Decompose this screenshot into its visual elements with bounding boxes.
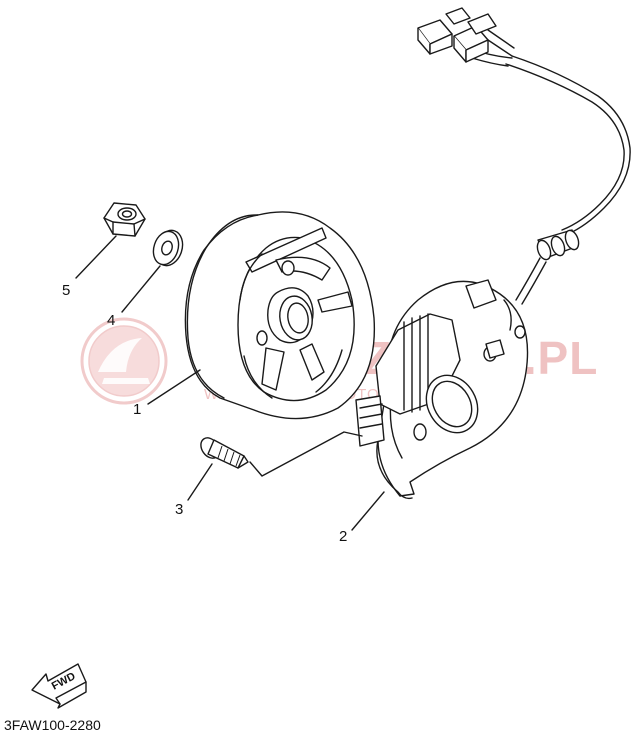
nut-part[interactable] bbox=[103, 202, 146, 237]
leader-2 bbox=[351, 491, 385, 531]
watermark-logo-icon bbox=[80, 317, 168, 405]
connector-icon bbox=[417, 7, 497, 63]
callout-2[interactable]: 2 bbox=[339, 528, 347, 545]
callout-4[interactable]: 4 bbox=[107, 312, 115, 329]
callout-5[interactable]: 5 bbox=[62, 282, 70, 299]
grommet-icon bbox=[536, 229, 580, 261]
rotor-part[interactable] bbox=[184, 211, 376, 420]
callout-1[interactable]: 1 bbox=[133, 401, 141, 418]
stator-part[interactable] bbox=[355, 7, 631, 500]
diagram-code: 3FAW100-2280 bbox=[4, 717, 101, 733]
leader-4 bbox=[121, 265, 161, 313]
leader-1 bbox=[147, 369, 201, 405]
fwd-arrow-icon: FWD bbox=[31, 663, 87, 709]
callout-3[interactable]: 3 bbox=[175, 501, 183, 518]
washer-part[interactable] bbox=[149, 227, 187, 269]
leader-5 bbox=[75, 235, 117, 279]
leader-screw-to-stator bbox=[249, 431, 363, 477]
leader-3 bbox=[187, 463, 213, 501]
screw-part[interactable] bbox=[197, 434, 249, 469]
